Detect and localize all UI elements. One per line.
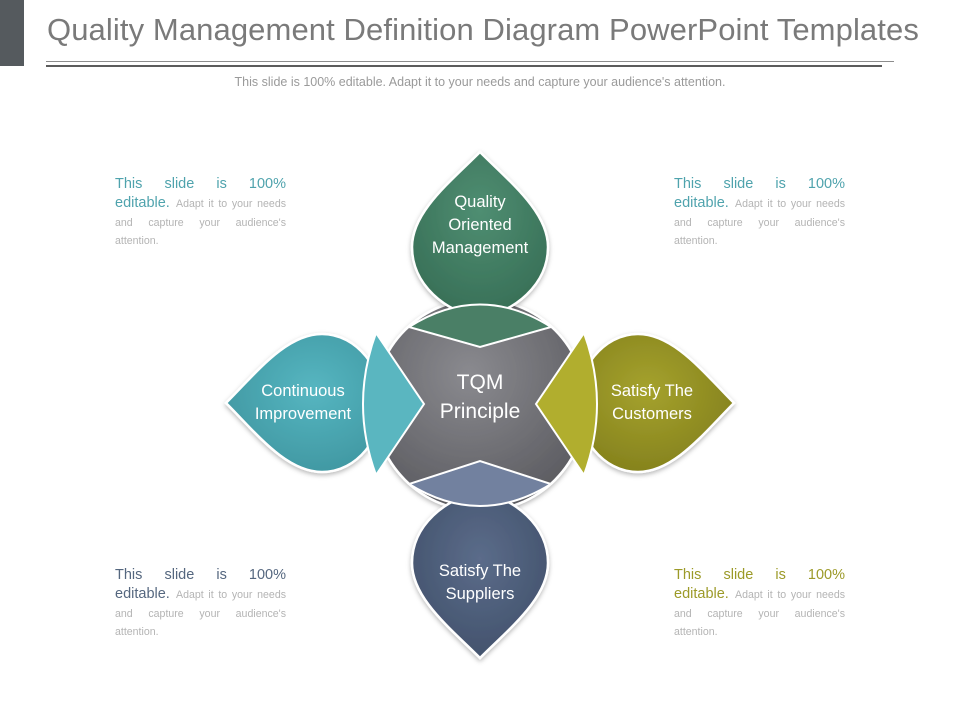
overlap-top: [406, 303, 554, 349]
left-line1: Continuous: [261, 382, 345, 400]
top-line3: Management: [431, 239, 529, 257]
note-lead-line2: editable.: [115, 195, 170, 211]
note-top-left: This slide is 100% editable. Adapt it to…: [115, 175, 286, 249]
note-bottom-right: This slide is 100% editable. Adapt it to…: [674, 566, 845, 640]
note-lead-line2: editable.: [674, 586, 729, 602]
bottom-line2: Suppliers: [445, 585, 515, 603]
overlap-right: [534, 330, 598, 478]
note-rest: Adapt it to your needs and capture your …: [115, 589, 287, 638]
note-lead-line1: This slide is 100%: [674, 176, 845, 192]
note-lead-line2: editable.: [674, 195, 729, 211]
note-body: editable. Adapt it to your needs and cap…: [115, 585, 286, 640]
note-lead-line1: This slide is 100%: [674, 567, 845, 583]
label-right: Satisfy The Customers: [587, 380, 717, 426]
note-lead-line1: This slide is 100%: [115, 567, 286, 583]
label-center: TQM Principle: [410, 368, 550, 426]
center-line2: Principle: [439, 400, 521, 423]
note-rest: Adapt it to your needs and capture your …: [674, 198, 846, 247]
right-line2: Customers: [612, 405, 692, 423]
top-line1: Quality: [454, 193, 506, 211]
right-line1: Satisfy The: [610, 382, 694, 400]
center-line1: TQM: [456, 371, 504, 394]
overlap-bottom: [406, 459, 554, 507]
label-left: Continuous Improvement: [238, 380, 368, 426]
note-lead-line2: editable.: [115, 586, 170, 602]
top-line2: Oriented: [448, 216, 512, 234]
bottom-line1: Satisfy The: [438, 562, 522, 580]
note-top-right: This slide is 100% editable. Adapt it to…: [674, 175, 845, 249]
note-body: editable. Adapt it to your needs and cap…: [674, 585, 845, 640]
note-body: editable. Adapt it to your needs and cap…: [115, 194, 286, 249]
label-top: Quality Oriented Management: [410, 191, 550, 260]
title-underline-thick: [46, 65, 882, 67]
overlap-left: [362, 330, 426, 478]
note-body: editable. Adapt it to your needs and cap…: [674, 194, 845, 249]
slide-title: Quality Management Definition Diagram Po…: [47, 12, 919, 47]
slide-subtitle: This slide is 100% editable. Adapt it to…: [234, 75, 726, 89]
note-bottom-left: This slide is 100% editable. Adapt it to…: [115, 566, 286, 640]
note-rest: Adapt it to your needs and capture your …: [115, 198, 287, 247]
title-accent-block: [0, 0, 24, 66]
title-underline-thin: [46, 61, 894, 62]
label-bottom: Satisfy The Suppliers: [410, 560, 550, 606]
left-line2: Improvement: [254, 405, 352, 423]
note-lead-line1: This slide is 100%: [115, 176, 286, 192]
note-rest: Adapt it to your needs and capture your …: [674, 589, 846, 638]
